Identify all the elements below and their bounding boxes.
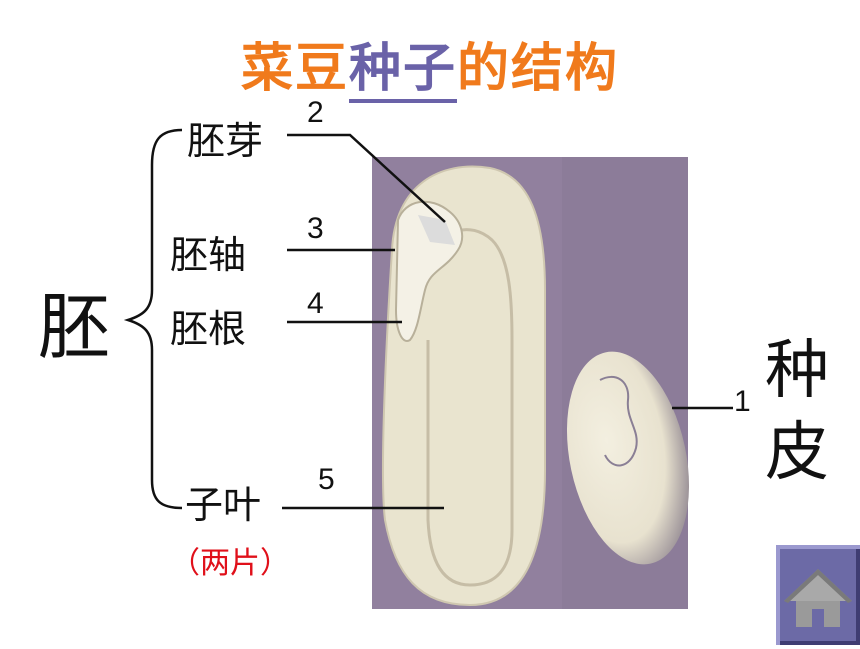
- home-button[interactable]: [776, 545, 860, 645]
- page-title: 菜豆种子的结构: [0, 26, 860, 103]
- cotyledon-note: （两片）: [170, 546, 290, 581]
- embryo-label: 胚: [38, 285, 111, 369]
- leader-line-2: [287, 133, 446, 223]
- hypocotyl-label: 胚轴: [170, 233, 247, 277]
- radicle-label: 胚根: [170, 307, 247, 351]
- number-2: 2: [307, 96, 324, 129]
- seed-coat-label-line-2: 皮: [765, 416, 829, 490]
- number-1: 1: [734, 385, 751, 418]
- number-5: 5: [318, 463, 335, 496]
- home-icon: [784, 569, 852, 627]
- seed-coat-label-line-1: 种: [765, 334, 829, 408]
- number-4: 4: [307, 287, 324, 320]
- title-part-3: 的结构: [457, 39, 620, 99]
- title-part-2: 种子: [348, 39, 457, 103]
- cotyledon-label: 子叶: [185, 483, 262, 527]
- seed-coat-label: 种 皮: [765, 330, 829, 494]
- plumule-label: 胚芽: [187, 119, 264, 163]
- number-3: 3: [307, 212, 324, 245]
- embryo-brace: [123, 128, 183, 510]
- whole-seed-shape: [566, 351, 690, 565]
- title-part-1: 菜豆: [240, 39, 349, 99]
